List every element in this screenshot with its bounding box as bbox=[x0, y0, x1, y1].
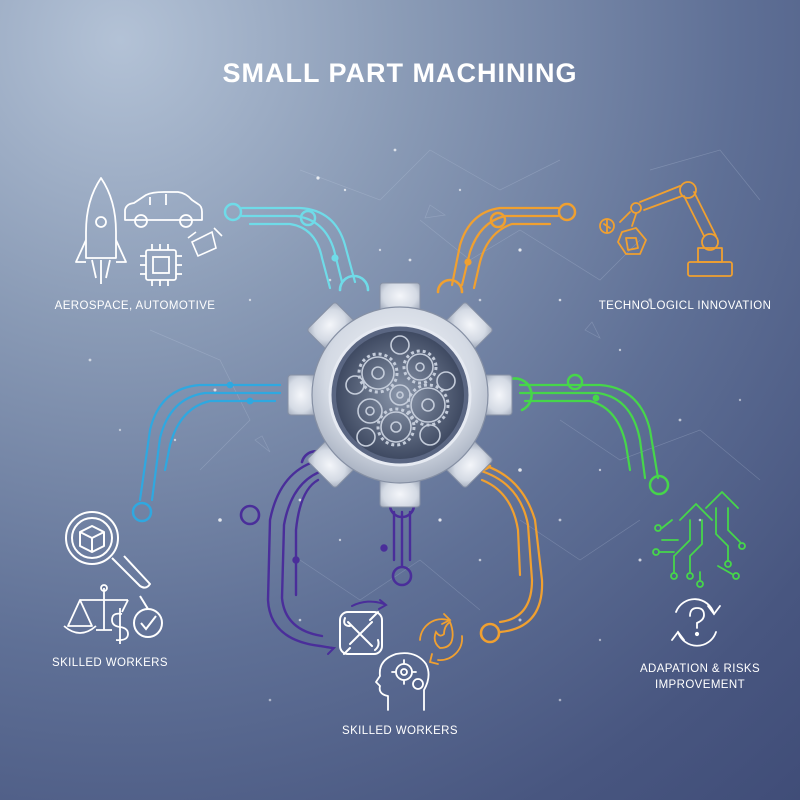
label-skilled-workers-bottom: SKILLED WORKERS bbox=[342, 725, 458, 737]
question-cycle-icon bbox=[671, 598, 721, 647]
head-gears-icon bbox=[375, 652, 430, 711]
connector-aerospace bbox=[223, 202, 370, 292]
checkmark-icon bbox=[133, 595, 163, 638]
magnifier-cube-icon bbox=[65, 511, 151, 589]
scales-icon bbox=[63, 584, 129, 634]
circuit-arrows-icon bbox=[652, 491, 746, 588]
rocket-icon bbox=[75, 177, 127, 284]
constellation-network bbox=[149, 149, 761, 611]
central-gear-icon bbox=[287, 282, 513, 508]
connector-skilled-left bbox=[131, 376, 312, 523]
car-icon bbox=[124, 191, 203, 228]
robot-arm-icon bbox=[599, 181, 733, 277]
connector-center-bottom bbox=[380, 503, 416, 587]
label-skilled-workers-left: SKILLED WORKERS bbox=[52, 657, 168, 669]
flame-cycle-icon bbox=[419, 613, 463, 665]
connector-innovation bbox=[436, 202, 577, 294]
connector-skilled-bottom-right bbox=[464, 454, 544, 644]
connector-skilled-bottom-left bbox=[239, 450, 337, 655]
chip-icon bbox=[140, 244, 182, 286]
label-aerospace: AEROSPACE, AUTOMOTIVE bbox=[54, 300, 216, 312]
label-adaptation-line1: ADAPATION & RISKS bbox=[639, 663, 761, 675]
sparkle-dots bbox=[88, 148, 742, 702]
diagram-title: SMALL PART MACHINING bbox=[222, 58, 578, 88]
label-innovation: TECHNOLOGICL INNOVATION bbox=[598, 300, 772, 312]
drone-icon bbox=[187, 227, 223, 258]
wrench-screwdriver-icon bbox=[339, 599, 388, 655]
label-adaptation-line2: IMPROVEMENT bbox=[654, 679, 745, 691]
connector-adaptation bbox=[506, 373, 670, 496]
dollar-icon bbox=[111, 608, 129, 644]
